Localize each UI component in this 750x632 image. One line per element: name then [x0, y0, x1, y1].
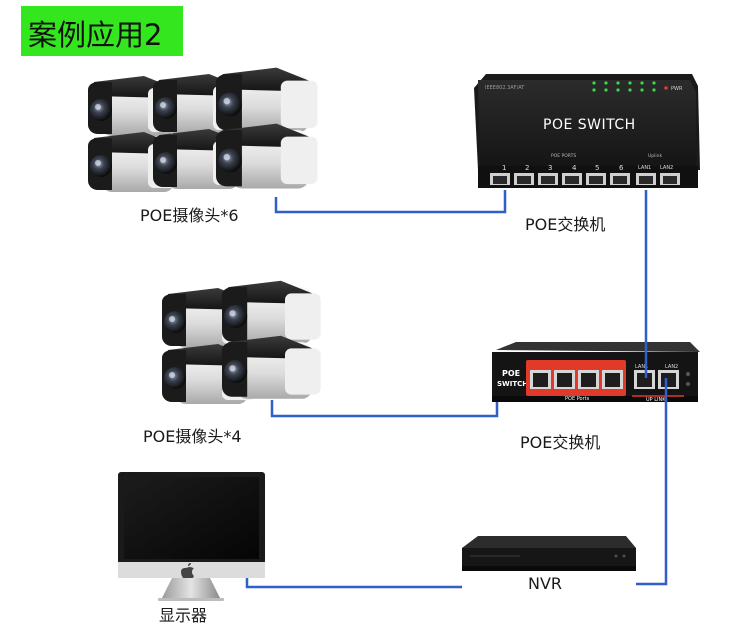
switch-top-ports-caption: POE PORTS — [551, 153, 576, 159]
switch-top-face-text: POE SWITCH — [543, 117, 636, 133]
monitor-icon — [118, 472, 265, 601]
page-title: 案例应用2 — [28, 18, 163, 52]
camera-icon — [222, 335, 321, 399]
cable-switch-mid-to-nvr — [636, 378, 668, 586]
label-cameras-mid: POE摄像头*4 — [143, 427, 242, 446]
switch-mid-uplink-caption: UP LINK — [646, 397, 666, 403]
switch-top-lan2: LAN2 — [660, 165, 673, 171]
camera-icon — [222, 280, 321, 344]
port-number: 4 — [572, 164, 577, 172]
port-number: 3 — [548, 164, 552, 172]
ethernet-ports — [490, 173, 680, 185]
camera-icon — [216, 123, 318, 189]
label-nvr: NVR — [528, 574, 563, 593]
camera-group-top — [88, 67, 318, 192]
network-cables — [245, 190, 668, 589]
switch-mid-lan2: LAN2 — [665, 364, 678, 370]
label-switch-top: POE交换机 — [525, 215, 606, 234]
switch-top-uplink-caption: Uplink — [648, 153, 663, 159]
cable-cameras-mid-to-switch-mid — [270, 400, 499, 418]
switch-top-power-label: PWR — [671, 86, 683, 92]
title-banner — [21, 6, 183, 56]
nvr-icon — [462, 536, 636, 571]
label-cameras-top: POE摄像头*6 — [140, 206, 239, 225]
port-number: 5 — [595, 164, 599, 172]
ethernet-ports — [530, 370, 679, 389]
camera-group-mid — [162, 280, 321, 404]
port-numbers: 1 2 3 4 5 6 — [502, 164, 624, 172]
poe-switch-mid: POE SWITCH POE Ports UP LINK LAN1 LAN2 — [492, 342, 700, 403]
cable-cameras-top-to-switch-top — [274, 190, 507, 214]
switch-mid-ports-caption: POE Ports — [565, 396, 590, 402]
switch-mid-lan1: LAN1 — [635, 364, 648, 370]
switch-top-model: IEEE802.3AF/AT — [485, 85, 525, 91]
camera-icon — [216, 67, 318, 133]
cable-monitor-to-nvr — [245, 578, 462, 589]
label-monitor: 显示器 — [159, 606, 208, 625]
switch-top-lan1: LAN1 — [638, 165, 651, 171]
switch-mid-face-text-2: SWITCH — [497, 380, 528, 388]
port-number: 2 — [525, 164, 529, 172]
port-number: 1 — [502, 164, 506, 172]
poe-switch-top: POE SWITCH IEEE802.3AF/AT PWR POE PORTS … — [474, 74, 700, 188]
port-number: 6 — [619, 164, 624, 172]
status-leds — [592, 81, 668, 92]
label-switch-mid: POE交换机 — [520, 433, 601, 452]
switch-mid-face-text-1: POE — [502, 369, 520, 378]
